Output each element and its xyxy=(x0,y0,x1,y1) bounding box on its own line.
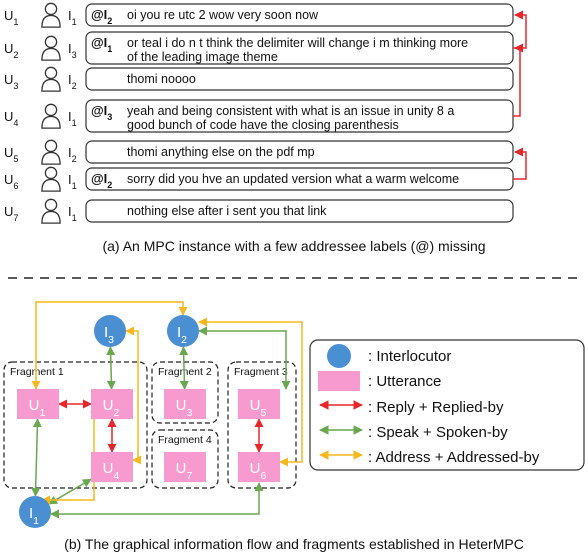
person-icon xyxy=(41,166,61,192)
interlocutor-node: I2 xyxy=(167,315,199,347)
person-icon xyxy=(41,66,61,92)
message-text: thomi anything else on the pdf mp xyxy=(127,145,315,159)
message-row: U5 I2 thomi anything else on the pdf mp xyxy=(4,139,514,165)
utterance-node: U3 xyxy=(164,389,206,419)
legend-label: : Utterance xyxy=(368,373,441,390)
speak-edge xyxy=(198,326,291,390)
addressee-label: @I2 xyxy=(91,7,112,26)
utterance-node-label: U3 xyxy=(176,397,193,419)
person-icon xyxy=(41,35,61,61)
legend-box xyxy=(309,339,585,471)
person-icon xyxy=(41,103,61,129)
person-icon xyxy=(41,198,61,224)
speaker-label: I1 xyxy=(68,204,77,223)
addressee-label: @I2 xyxy=(91,171,112,190)
utterance-node-label: U1 xyxy=(29,397,46,419)
legend-item-speak: : Speak + Spoken-by xyxy=(319,424,508,441)
speak-edge xyxy=(50,482,264,519)
utterance-node: U5 xyxy=(238,389,280,419)
utterance-node-label: U6 xyxy=(250,460,267,482)
utterance-id: U7 xyxy=(4,204,18,223)
message-row: U3 I2 thomi noooo xyxy=(4,66,514,92)
message-row: U1 I1 @I2 oi you re utc 2 wow very soon now xyxy=(4,2,514,28)
message-text: sorry did you hve an updated version wha… xyxy=(127,172,459,186)
speaker-label: I1 xyxy=(68,109,77,128)
speak-edge xyxy=(106,346,116,390)
speak-edge xyxy=(31,418,42,497)
message-box xyxy=(85,3,514,27)
reply-link-u4-u2 xyxy=(513,43,524,117)
message-row: U7 I1 nothing else after i sent you that l… xyxy=(4,198,514,224)
interlocutor-node: I3 xyxy=(94,315,126,347)
legend-item-utterance: : Utterance xyxy=(318,371,441,391)
message-box xyxy=(85,199,514,223)
message-row: U4 I1 @I3 yeah and being consistent with wh… xyxy=(4,99,514,133)
utterance-swatch xyxy=(318,371,360,391)
message-row: U6 I1 @I2 sorry did you hve an updated vers… xyxy=(4,166,514,192)
utterance-id: U6 xyxy=(4,172,18,191)
utterance-id: U4 xyxy=(4,109,18,128)
utterance-id: U2 xyxy=(4,41,18,60)
message-text: nothing else after i sent you that link xyxy=(127,204,327,218)
address-edge xyxy=(41,407,100,505)
speaker-label: I2 xyxy=(68,72,77,91)
address-edge xyxy=(31,301,188,390)
speak-edge xyxy=(179,346,189,390)
utterance-node: U4 xyxy=(91,452,133,482)
reply-link-u2-u1 xyxy=(513,10,527,49)
fragment-label: Fragment 1 xyxy=(10,366,64,378)
speaker-label: I3 xyxy=(68,41,77,60)
message-text: of the leading image theme xyxy=(127,50,278,64)
utterance-node: U2 xyxy=(91,389,133,419)
utterance-node-label: U4 xyxy=(103,460,120,482)
caption-a: (a) An MPC instance with a few addressee… xyxy=(102,238,485,254)
interlocutor-node-label: I1 xyxy=(29,505,39,527)
legend-label: : Address + Addressed-by xyxy=(368,449,540,466)
message-box xyxy=(85,140,514,164)
address-edge xyxy=(125,326,142,465)
message-text: good bunch of code have the closing pare… xyxy=(127,118,399,132)
legend-label: : Speak + Spoken-by xyxy=(368,424,508,441)
person-icon xyxy=(41,2,61,28)
utterance-node-label: U7 xyxy=(176,460,193,482)
utterance-node: U6 xyxy=(238,452,280,482)
interlocutor-node-label: I3 xyxy=(104,324,114,346)
legend-label: : Reply + Replied-by xyxy=(368,399,504,416)
legend-item-address: : Address + Addressed-by xyxy=(319,449,540,466)
person-icon xyxy=(41,139,61,165)
speaker-label: I1 xyxy=(68,8,77,27)
legend-item-reply: : Reply + Replied-by xyxy=(319,399,504,416)
addressee-label: @I1 xyxy=(91,35,112,54)
utterance-node-label: U5 xyxy=(250,397,267,419)
interlocutor-swatch xyxy=(327,344,351,368)
utterance-node: U7 xyxy=(164,452,206,482)
utterance-id: U5 xyxy=(4,145,18,164)
reply-link-u6-u5 xyxy=(513,147,527,180)
addressee-label: @I3 xyxy=(91,103,112,122)
utterance-id: U3 xyxy=(4,72,18,91)
message-text: yeah and being consistent with what is a… xyxy=(127,104,454,118)
caption-b: (b) The graphical information flow and f… xyxy=(64,536,524,552)
speaker-label: I1 xyxy=(68,172,77,191)
utterance-id: U1 xyxy=(4,8,18,27)
message-text: or teal i do n t think the delimiter wil… xyxy=(127,36,468,50)
legend: : Interlocutor : Utterance : Reply + Repli… xyxy=(309,339,585,471)
message-box xyxy=(85,67,514,91)
speaker-label: I2 xyxy=(68,145,77,164)
interlocutor-node: I1 xyxy=(19,496,51,528)
message-row: U2 I3 @I1 or teal i do n t think the delimi… xyxy=(4,31,514,65)
address-edge xyxy=(198,317,303,467)
message-text: thomi noooo xyxy=(127,72,196,86)
interlocutor-node-label: I2 xyxy=(177,324,187,346)
utterance-node: U1 xyxy=(17,389,59,419)
utterance-node-label: U2 xyxy=(103,397,120,419)
fragment-label: Fragment 3 xyxy=(234,366,288,378)
legend-label: : Interlocutor xyxy=(368,348,451,365)
legend-item-interlocutor: : Interlocutor xyxy=(327,344,451,368)
fragment-label: Fragment 4 xyxy=(158,434,212,446)
message-text: oi you re utc 2 wow very soon now xyxy=(127,8,319,22)
